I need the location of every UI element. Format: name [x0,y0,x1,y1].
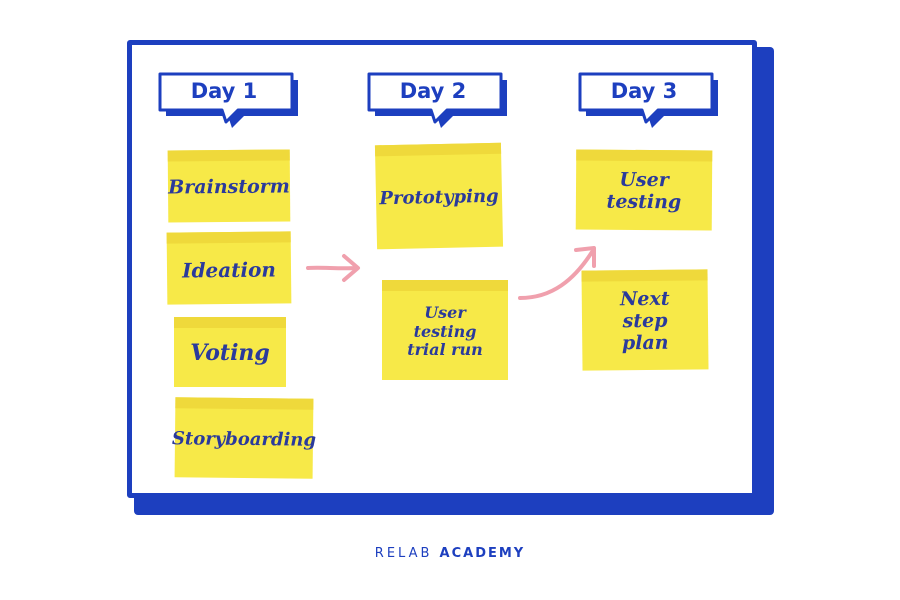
day-2-header: Day 2 [367,72,509,128]
arrow-day2-to-day3-icon [518,246,596,300]
day-1-label: Day 1 [190,79,258,103]
day-3-header: Day 3 [578,72,720,128]
brand-relab: RELAB [374,546,433,561]
speech-bubble-icon [578,72,718,128]
speech-bubble-icon [158,72,298,128]
speech-bubble-icon [367,72,507,128]
day-2-label: Day 2 [399,79,467,103]
sticky-note-user-testing-trial-run: User testing trial run [382,280,508,380]
day-1-header: Day 1 [158,72,300,128]
day-3-label: Day 3 [610,79,678,103]
sticky-note-brainstorm: Brainstorm [167,149,291,223]
sticky-note-ideation: Ideation [166,231,292,305]
sticky-note-storyboarding: Storyboarding [172,397,316,479]
arrow-day1-to-day2-icon [306,254,360,282]
footer-brand-logo: RELAB ACADEMY [0,546,900,561]
brand-academy: ACADEMY [439,546,526,561]
sticky-note-prototyping: Prototyping [374,142,504,250]
sticky-note-voting: Voting [174,317,286,387]
sticky-note-user-testing: User testing [575,149,713,231]
